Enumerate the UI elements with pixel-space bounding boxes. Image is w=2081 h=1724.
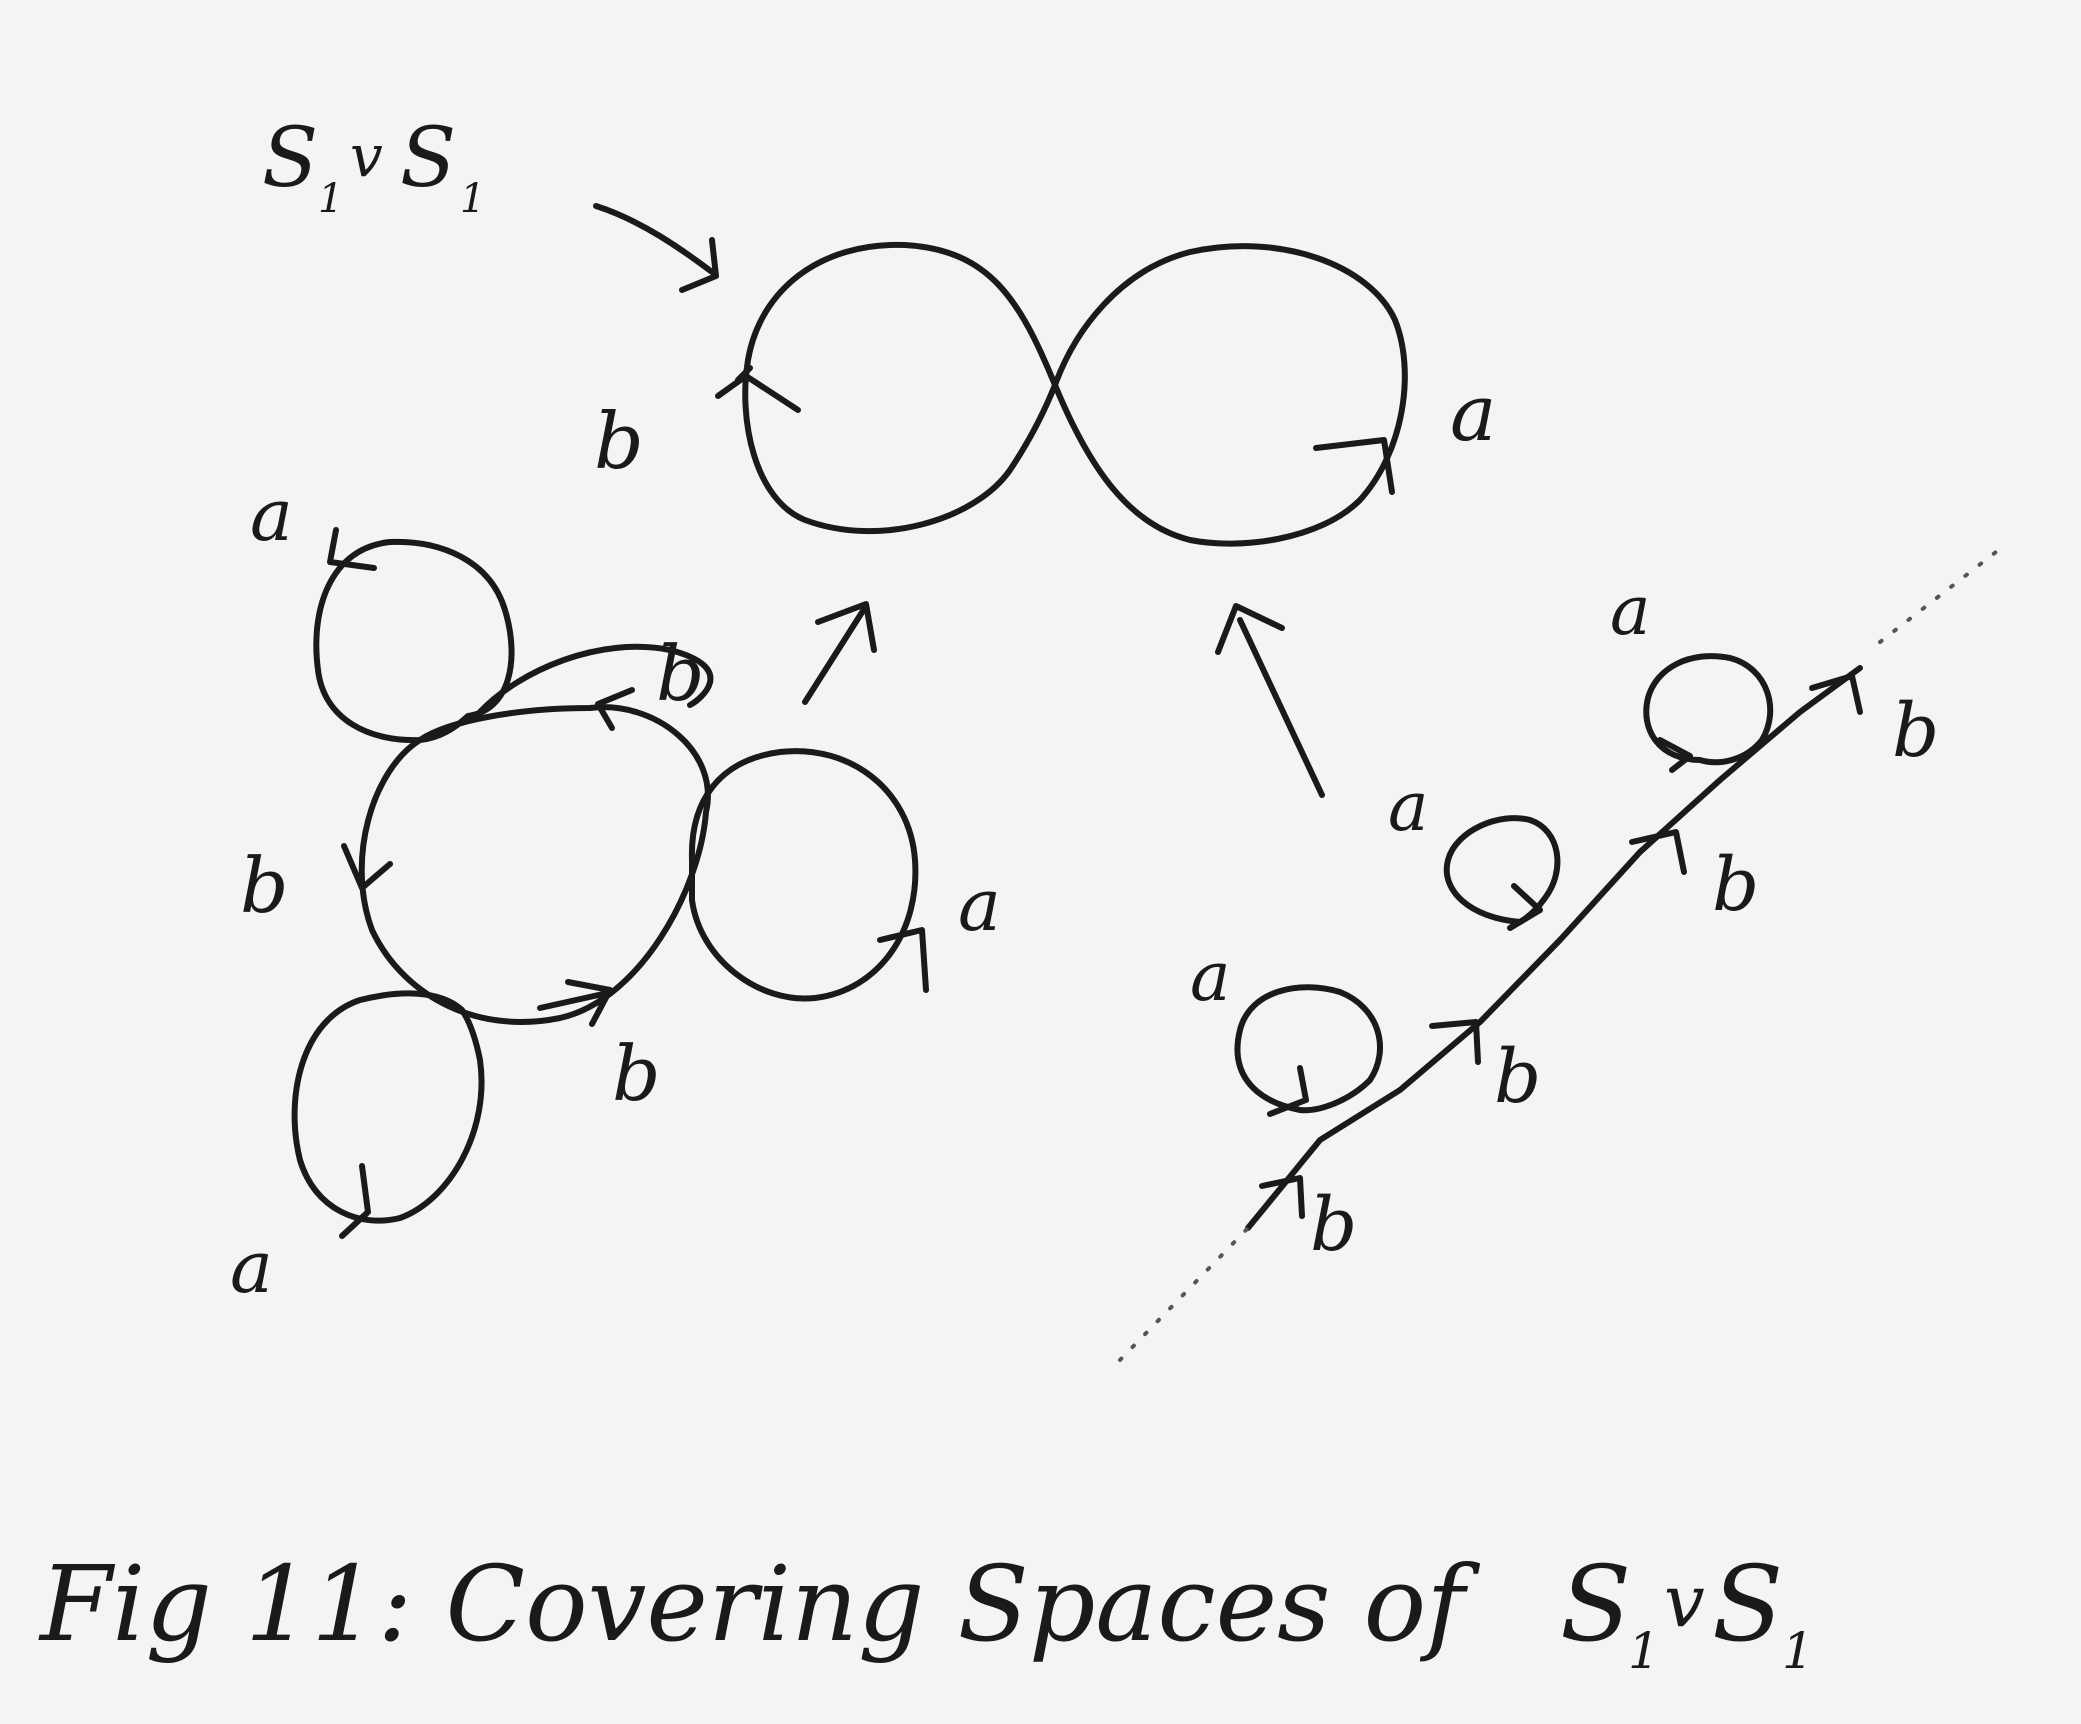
right-edge-arrow-4-icon bbox=[1809, 673, 1863, 715]
right-edge-label-2: b bbox=[1494, 1034, 1541, 1120]
right-loop-1 bbox=[1234, 984, 1383, 1114]
base-right-arrow-icon bbox=[1313, 437, 1395, 495]
left-bottom-loop-arrow-icon bbox=[339, 1163, 371, 1239]
right-edge-label-1: b bbox=[1310, 1182, 1357, 1268]
base-left-loop-label: b bbox=[594, 397, 644, 487]
left-top-loop-arrow-icon bbox=[327, 527, 377, 571]
caption-s-2: S bbox=[1712, 1543, 1783, 1665]
caption-text: Fig 11: Covering Spaces of bbox=[38, 1543, 1480, 1665]
right-main-line bbox=[1245, 665, 1863, 1231]
right-loop-2-arrow-icon bbox=[1507, 883, 1543, 931]
right-loop-2-label: a bbox=[1388, 768, 1429, 847]
figure-caption: Fig 11: Covering Spaces of S 1 v S 1 bbox=[38, 1543, 1814, 1680]
right-loop-3-label: a bbox=[1610, 572, 1651, 651]
left-central-left-arrow-icon bbox=[341, 843, 393, 891]
left-top-loop bbox=[313, 538, 515, 744]
left-label-central-bottom: b bbox=[612, 1029, 661, 1118]
right-edge-arrow-1-icon bbox=[1259, 1175, 1305, 1219]
left-cover-map-arrow bbox=[802, 601, 877, 705]
right-loop-3 bbox=[1643, 653, 1774, 766]
left-right-loop-arrow-icon bbox=[877, 927, 929, 993]
caption-sub-2: 1 bbox=[1782, 1622, 1814, 1680]
left-label-bottom-loop: a bbox=[230, 1225, 273, 1309]
wedge-s-1: S bbox=[262, 111, 318, 206]
left-right-loop bbox=[688, 748, 919, 1002]
left-bottom-loop bbox=[291, 990, 485, 1224]
base-space-figure-eight: b a bbox=[594, 241, 1497, 547]
right-loop-3-arrow-icon bbox=[1657, 737, 1693, 773]
right-edge-arrow-2-icon bbox=[1429, 1019, 1481, 1065]
right-cover-map-arrow bbox=[1215, 603, 1325, 798]
right-loop-2 bbox=[1443, 815, 1561, 925]
left-label-top-loop: a bbox=[250, 473, 293, 557]
left-covering-space: a b b a b a bbox=[230, 473, 1001, 1309]
right-line-continuation-lower bbox=[1118, 1226, 1250, 1362]
wedge-sub-1: 1 bbox=[318, 176, 343, 222]
right-edge-arrow-3-icon bbox=[1629, 829, 1687, 875]
caption-vee: v bbox=[1664, 1559, 1705, 1643]
left-label-central-left: b bbox=[240, 841, 289, 930]
left-label-right-loop: a bbox=[958, 863, 1001, 947]
right-loop-1-label: a bbox=[1190, 938, 1231, 1017]
right-loop-1-arrow-icon bbox=[1267, 1065, 1309, 1117]
left-central-top-arrow-icon bbox=[595, 687, 635, 731]
base-left-arrow-icon bbox=[715, 365, 801, 413]
left-label-central-top: b bbox=[656, 629, 705, 718]
right-line-continuation-upper bbox=[1878, 550, 1998, 644]
base-right-loop bbox=[1052, 243, 1408, 547]
wedge-title-label: S 1 v S 1 bbox=[262, 111, 485, 222]
label-pointer-arrow bbox=[593, 203, 719, 293]
base-right-loop-label: a bbox=[1450, 369, 1497, 459]
wedge-sub-2: 1 bbox=[460, 176, 485, 222]
right-edge-label-3: b bbox=[1712, 842, 1759, 928]
left-central-bottom-arrow-icon bbox=[537, 979, 615, 1027]
caption-sub-1: 1 bbox=[1628, 1622, 1660, 1680]
right-edge-label-4: b bbox=[1892, 688, 1939, 774]
caption-s-1: S bbox=[1560, 1543, 1631, 1665]
wedge-s-2: S bbox=[400, 111, 456, 206]
right-covering-space: a a a b b b b bbox=[1118, 550, 1998, 1362]
base-left-loop bbox=[742, 241, 1058, 535]
wedge-vee: v bbox=[350, 122, 383, 190]
